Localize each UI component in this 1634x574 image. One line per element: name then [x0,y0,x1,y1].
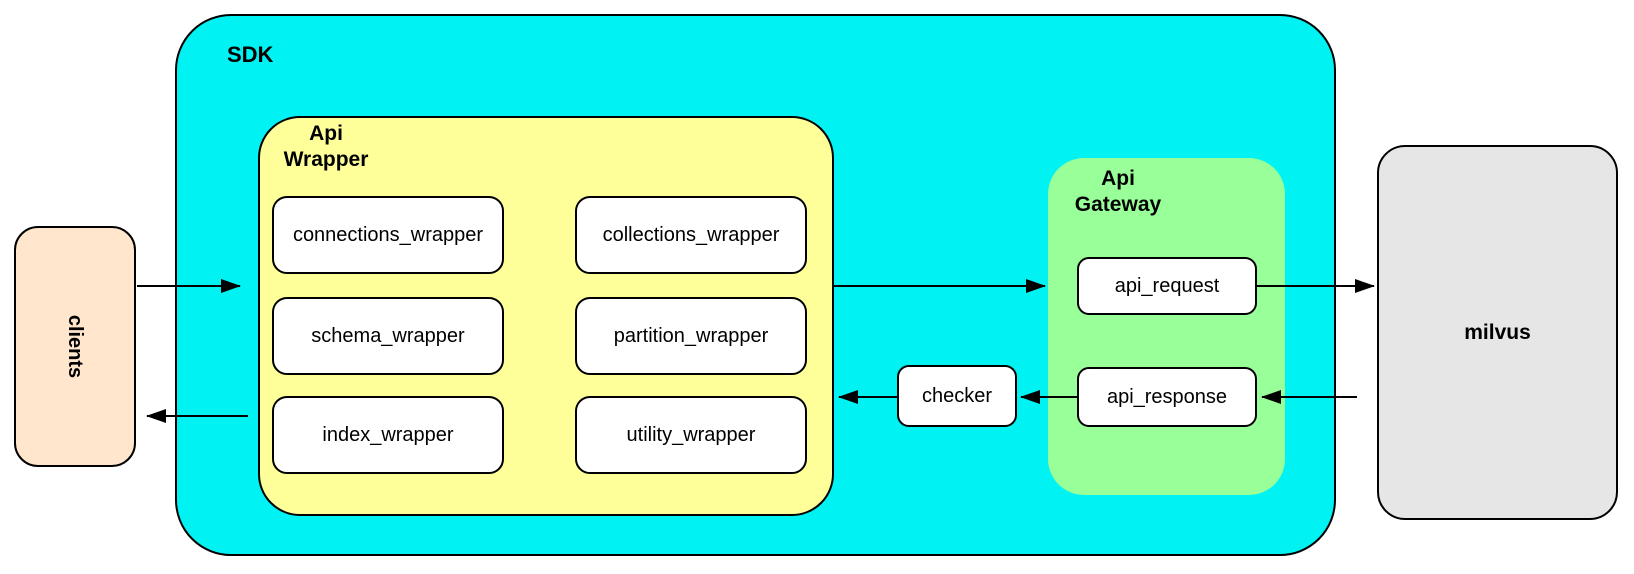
api-gateway-label: Api Gateway [1074,167,1162,216]
utility-wrapper-box: utility_wrapper [575,396,807,474]
schema-wrapper-box: schema_wrapper [272,297,504,375]
sdk-label: SDK [227,42,274,67]
api-gateway-container: Api Gateway api_request api_response [1048,158,1285,495]
connections-wrapper-box: connections_wrapper [272,196,504,274]
api-wrapper-container: Api Wrapper connections_wrapper collecti… [258,116,834,516]
milvus-box: milvus [1377,145,1618,520]
api-response-box: api_response [1077,367,1257,427]
milvus-label: milvus [1464,320,1531,344]
clients-box: clients [14,226,136,467]
collections-wrapper-box: collections_wrapper [575,196,807,274]
clients-label: clients [64,314,87,379]
api-wrapper-label: Api Wrapper [283,122,369,171]
partition-wrapper-box: partition_wrapper [575,297,807,375]
api-request-box: api_request [1077,257,1257,315]
index-wrapper-box: index_wrapper [272,396,504,474]
checker-box: checker [897,365,1017,427]
